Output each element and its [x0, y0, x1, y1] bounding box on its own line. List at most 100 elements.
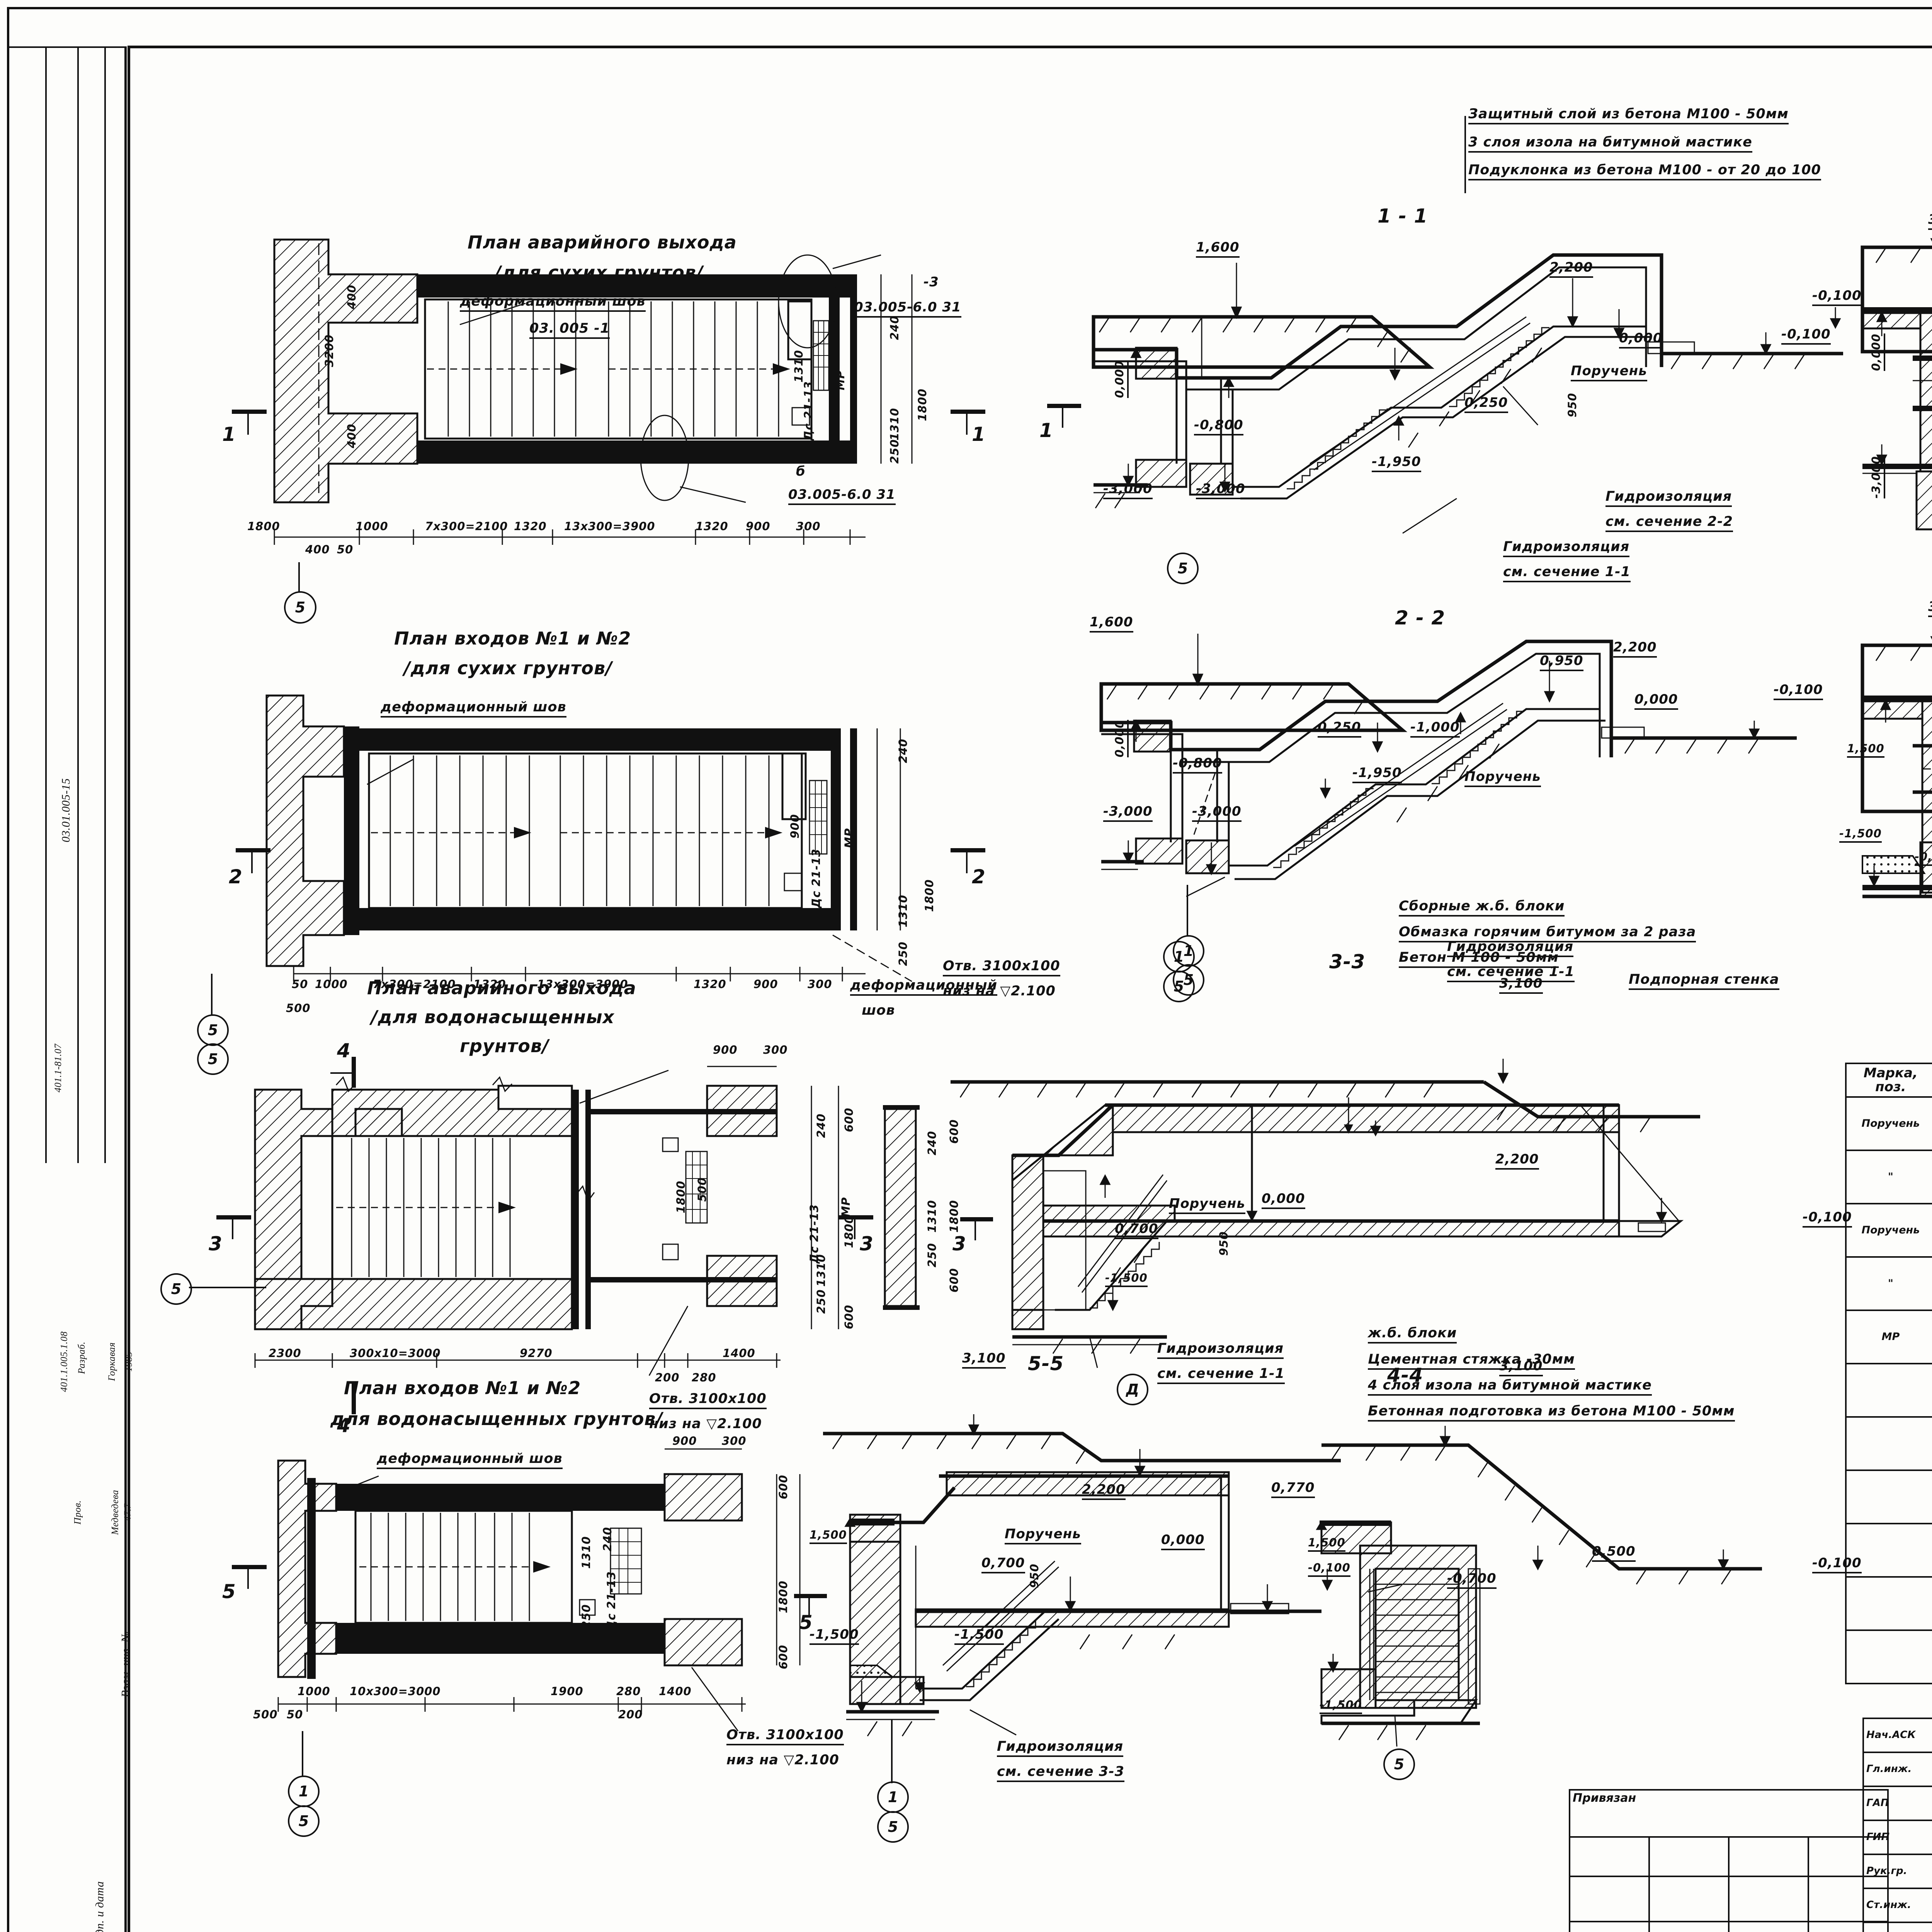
sec44-lvl-m0100a: -0,100	[1308, 1561, 1350, 1577]
plan-dry-label-ds: Дс 21-13	[802, 381, 815, 440]
plan-dry-label-joint-code: 03. 005 -1	[529, 321, 610, 339]
plan-entr-dry-dim-v3: 1800	[923, 879, 936, 912]
role-label: Нач.АСК	[1862, 1718, 1932, 1753]
privyazan-cell-7	[1728, 1876, 1809, 1922]
spec-cell-mark	[1845, 1629, 1932, 1685]
sec11-title: 1 - 1	[1378, 205, 1428, 227]
sec55-lvl-3100: 3,100	[962, 1350, 1006, 1369]
sec55-title: 5-5	[1028, 1352, 1064, 1375]
sec22-note-2: Бетон М 100 - 50мм	[1399, 950, 1559, 968]
plan-dry-mark-1-right: 1	[972, 423, 986, 446]
sec11-label-hydro-a2: см. сечение 2-2	[1605, 514, 1733, 532]
spec-cell-mark	[1845, 1363, 1932, 1418]
plan-emergency-exit-wet-title-1: План аварийного выхода	[367, 978, 636, 998]
titleblock-role-row: Ст.инж.Лансышева✓	[1862, 1888, 1932, 1923]
plan-dry-label-mark3: -3	[923, 274, 939, 290]
plan-emergency-exit-wet-title-3: грунтов/	[460, 1036, 549, 1056]
plan-dry-dim-v4: 1310	[888, 408, 901, 440]
plan-dry-dim-h5: 1320	[696, 520, 728, 533]
plan-entr-dry-mark-2-left: 2	[229, 866, 243, 888]
sec22-lvl-0000b: 0,000	[1113, 720, 1129, 757]
plan-entr-wet-dim-v1: 240	[601, 1527, 614, 1551]
plan-entrances-wet-title-2: для водонасыщенных грунтов/	[330, 1408, 663, 1429]
sec22-lvl-2200: 2,200	[1613, 639, 1657, 658]
sec22-lvl-m3000-a: -3,000	[1103, 804, 1153, 822]
sec11-lvl-0000-l: 0,000	[1113, 361, 1129, 398]
privyazan-label: Привязан	[1569, 1789, 1889, 1838]
spec-row: то жеТруба Ф1020 l=11,0м12740,10"	[1845, 1416, 1932, 1471]
secvv-dry-lvl-m0100a: -0,100	[1812, 288, 1862, 306]
sec11-note-0: Защитный слой из бетона М100 - 50мм	[1468, 106, 1789, 124]
plan-entr-dry-note-2: низ на ▽2.100	[943, 983, 1056, 999]
privyazan-block: Привязан Инв.№	[1569, 1789, 1889, 1932]
plan-entr-wet-dim-v0: 1310	[580, 1536, 593, 1569]
plan-wet-dim-sub1: 280	[692, 1371, 716, 1384]
plan-emergency-exit-wet-geometry	[254, 1066, 920, 1376]
sec11-lvl-m3000-a: -3,000	[1103, 481, 1153, 499]
role-label: Ст.инж.	[1862, 1888, 1932, 1923]
plan-entr-dry-dim-v4: 900	[788, 814, 801, 838]
plan-entr-wet-circ-1: 1	[288, 1776, 320, 1807]
plan-entr-dry-dim-h5: 1320	[694, 978, 726, 991]
sec33-lvl-m0100: -0,100	[1803, 1209, 1852, 1228]
plan-entrances-dry-title-1: План входов №1 и №2	[394, 628, 631, 649]
sec44-lvl-m0700: -0,700	[1447, 1571, 1497, 1589]
sec11-label-hydro-a1: Гидроизоляция	[1605, 489, 1732, 507]
spec-row: "Труба Ф 426 l=12,0м1622,8Для водо-насыщ…	[1845, 1523, 1932, 1578]
spec-row: ПорученьГОСТ 5381-82*Ф16AI l=150мм215,00…	[1845, 1203, 1932, 1258]
sec44-lvl-m1500: -1,500	[1320, 1698, 1362, 1714]
sec55-circ-5: 5	[877, 1811, 909, 1843]
plan-wet-mark-5c: 5	[160, 1273, 192, 1305]
plan-wet-note-1: Отв. 3100х100	[649, 1391, 767, 1409]
plan-dry-dim-h2: 7х300=2100	[425, 520, 508, 533]
plan-entr-dry-dim-v1: 1310	[896, 895, 910, 927]
plan-wet-dim-h3: 1400	[723, 1347, 755, 1360]
sec44-lvl-0500: 0,500	[1592, 1544, 1636, 1562]
sec22-lvl-m3000-b: -3,000	[1192, 804, 1242, 822]
margin-label-podp: Подп. и дата	[93, 1881, 106, 1932]
titleblock-role-row: Н.контр.Басюк✓	[1862, 1922, 1932, 1932]
plan-dry-dim-sub1: 50	[337, 543, 354, 556]
sec55-lvl-m1500a: -1,500	[810, 1627, 859, 1645]
plan-wet-label-ds: Дс 21-13	[808, 1204, 821, 1264]
plan-dry-dim-h0: 1800	[247, 520, 280, 533]
plan-entr-dry-dim-h2: 7х300=2100	[373, 978, 456, 991]
plan-entr-dry-dim-v0: 250	[896, 941, 910, 966]
plan-wet-dim-v3: 600	[842, 1107, 855, 1132]
plan-dry-dim-h7: 300	[796, 520, 821, 533]
sec55-lvl-0700: 0,700	[981, 1555, 1025, 1573]
sec22-title: 2 - 2	[1395, 607, 1446, 629]
margin-name-1: Горкавая	[107, 1342, 117, 1381]
plan-entr-wet-dim-sub1: 50	[287, 1708, 303, 1721]
margin-date-2: 47.7	[122, 1503, 133, 1521]
sec11-label-hydro-b1: Гидроизоляция	[1503, 539, 1630, 557]
plan-dry-mark-1-left: 1	[222, 423, 236, 446]
plan-entr-dry-dim-h7: 300	[808, 978, 832, 991]
privyazan-cell-9	[1569, 1921, 1650, 1932]
plan-dry-dim-v6: 1800	[916, 388, 929, 421]
titleblock-role-row: Нач.АСКБасюк✓1985	[1862, 1718, 1932, 1753]
sec33-dim-v4: 1800	[947, 1200, 961, 1233]
sec22-lvl-0000: 0,000	[1634, 692, 1678, 710]
secvv-wet-lvl-1500: 1,500	[1847, 742, 1884, 758]
plan-wet-dim-v4: 1800	[842, 1215, 855, 1248]
plan-dry-label-markb: б	[796, 464, 806, 479]
plan-entr-dry-mark-5: 5	[284, 591, 316, 624]
sheet-frame-inner	[128, 46, 1932, 1932]
sec22-lvl-m1950: -1,950	[1352, 765, 1402, 783]
sec33-lvl-2200: 2,200	[1495, 1151, 1539, 1170]
plan-entr-wet-note-2: низ на ▽2.100	[726, 1752, 839, 1768]
sec33-lvl-m1500: -1,500	[1105, 1271, 1148, 1287]
spec-cell-mark: Поручень	[1845, 1203, 1932, 1258]
sec33-note-1: Цементная стяжка -30мм	[1368, 1352, 1575, 1370]
privyazan-cell-3	[1728, 1836, 1809, 1877]
plan-dry-dim-sub0: 400	[305, 543, 330, 556]
plan-wet-mark-4-top: 4	[337, 1039, 351, 1062]
section-2-2-geometry	[1099, 634, 1797, 897]
sec22-lvl-m0800: -0,800	[1173, 755, 1222, 774]
plan-wet-dim-top-900: 900	[713, 1043, 738, 1056]
plan-dry-geometry	[273, 238, 913, 545]
secvv-wet-lvl-m1500: -1,500	[1839, 827, 1882, 843]
plan-dry-dim-v3: 250	[888, 439, 901, 464]
section-v-v-wet-geometry	[1861, 636, 1932, 898]
